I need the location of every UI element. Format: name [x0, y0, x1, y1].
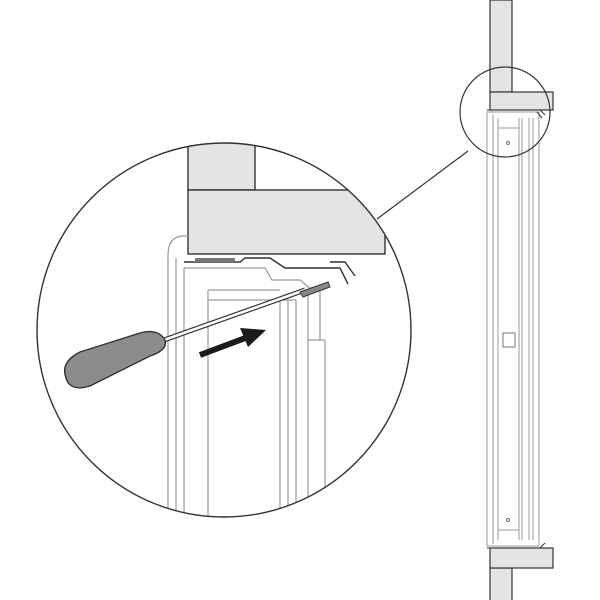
detail-ledge [187, 189, 386, 255]
overview-unit [486, 0, 554, 600]
wall-lower [489, 567, 513, 600]
detail-marker-circle [459, 66, 551, 158]
top-ledge [489, 91, 554, 111]
bottom-ledge [489, 547, 554, 569]
wall-upper [489, 0, 513, 93]
detail-frame [167, 235, 326, 517]
callout-line [376, 150, 469, 220]
detail-wall [187, 143, 256, 191]
detail-circle [36, 142, 412, 518]
detail-bracket [184, 257, 356, 285]
detail-view [167, 143, 386, 517]
arrow-right-up-icon [198, 328, 266, 358]
screwdriver-icon [63, 281, 331, 389]
frame [486, 111, 540, 547]
connector-block [502, 332, 516, 348]
